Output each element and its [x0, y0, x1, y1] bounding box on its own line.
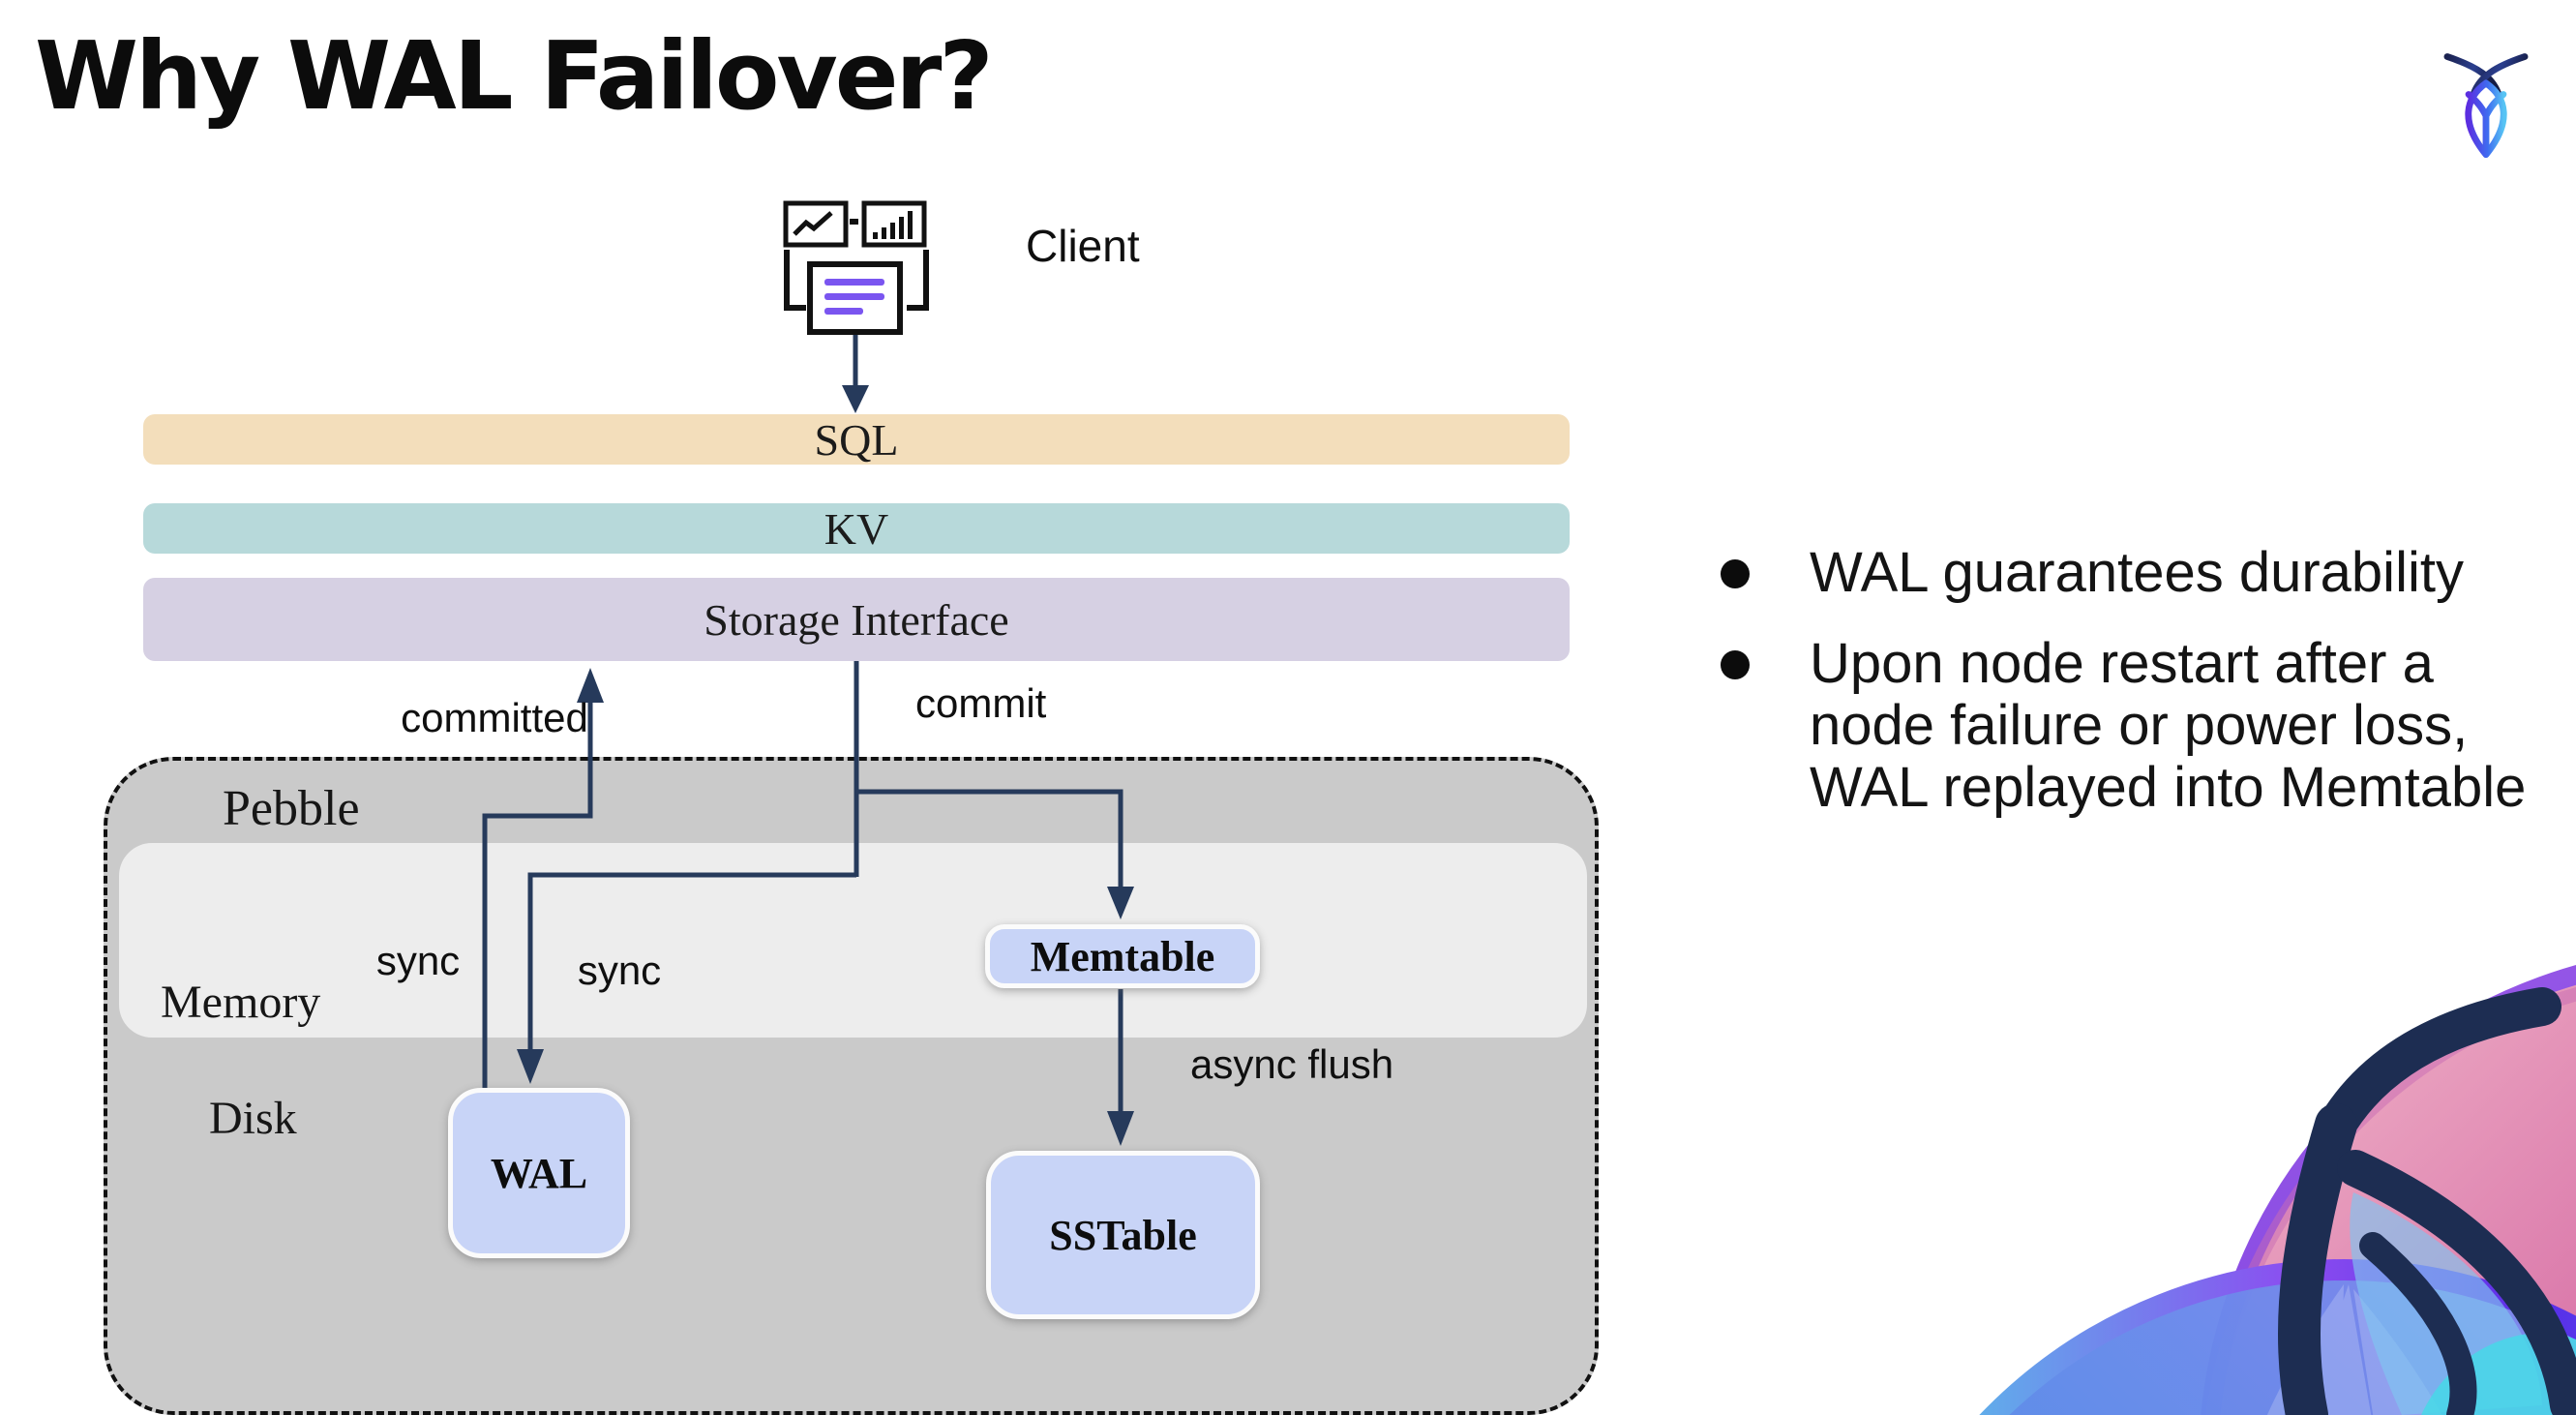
bullet-list: WAL guarantees durability Upon node rest…	[1684, 542, 2535, 848]
cockroachdb-logo-icon	[2443, 53, 2529, 159]
bar-chart-icon	[861, 200, 927, 248]
sync-label-wal-path: sync	[577, 948, 662, 993]
commit-label: commit	[915, 680, 1047, 726]
sql-layer-label: SQL	[814, 414, 899, 465]
arrowhead-client-sql	[842, 385, 869, 413]
client-icon	[783, 200, 929, 335]
bullet-dot-icon	[1721, 650, 1750, 679]
list-item: Upon node restart after a node failure o…	[1684, 633, 2535, 819]
bullet-dot-icon	[1721, 559, 1750, 588]
line-chart-icon	[783, 200, 849, 248]
teal-leaf	[2421, 1333, 2576, 1415]
line-chart-glyph	[793, 211, 833, 236]
bullet-text: Upon node restart after a node failure o…	[1810, 632, 2527, 819]
blue-disc-ring	[1979, 1259, 2576, 1415]
document-lines	[824, 279, 884, 315]
memory-region	[119, 843, 1587, 1038]
list-item: WAL guarantees durability	[1684, 542, 2535, 604]
memtable-node: Memtable	[985, 924, 1260, 988]
logo-antenna-left	[2443, 53, 2502, 97]
sstable-node-label: SSTable	[1049, 1211, 1197, 1259]
client-label: Client	[1026, 221, 1140, 271]
logo-antenna-right	[2470, 53, 2529, 97]
sql-layer-bar: SQL	[143, 414, 1570, 465]
pebble-label: Pebble	[223, 781, 360, 836]
disk-label: Disk	[209, 1093, 297, 1144]
storage-interface-label: Storage Interface	[704, 594, 1009, 645]
bracket-right	[907, 250, 929, 311]
pink-inner-arc	[2205, 987, 2576, 1415]
bracket-left	[784, 250, 806, 311]
storage-interface-bar: Storage Interface	[143, 578, 1570, 661]
kv-layer-label: KV	[824, 503, 889, 554]
sstable-node: SSTable	[986, 1151, 1260, 1319]
logo-body	[2465, 79, 2507, 159]
dash-connector	[850, 219, 858, 225]
page-title: Why WAL Failover?	[35, 21, 994, 131]
leaf-fill	[2350, 1192, 2542, 1415]
wal-node: WAL	[448, 1088, 630, 1258]
async-flush-label: async flush	[1190, 1041, 1394, 1087]
memtable-node-label: Memtable	[1030, 932, 1215, 980]
sync-label-committed-path: sync	[375, 938, 461, 983]
blue-disc	[1993, 1270, 2576, 1415]
wal-node-label: WAL	[490, 1149, 588, 1197]
petal-shapes	[2266, 1284, 2442, 1415]
document-icon	[807, 261, 903, 335]
kv-layer-bar: KV	[143, 503, 1570, 554]
navy-curves	[2277, 987, 2576, 1415]
bar-chart-glyph	[873, 211, 913, 239]
bullet-text: WAL guarantees durability	[1810, 541, 2464, 604]
pink-disc-ring	[2201, 965, 2576, 1415]
logo-vein	[2465, 91, 2507, 154]
pink-disc	[2210, 975, 2576, 1415]
corner-brand-art	[1979, 965, 2576, 1415]
memory-label: Memory	[161, 977, 321, 1028]
committed-label: committed	[401, 695, 588, 740]
